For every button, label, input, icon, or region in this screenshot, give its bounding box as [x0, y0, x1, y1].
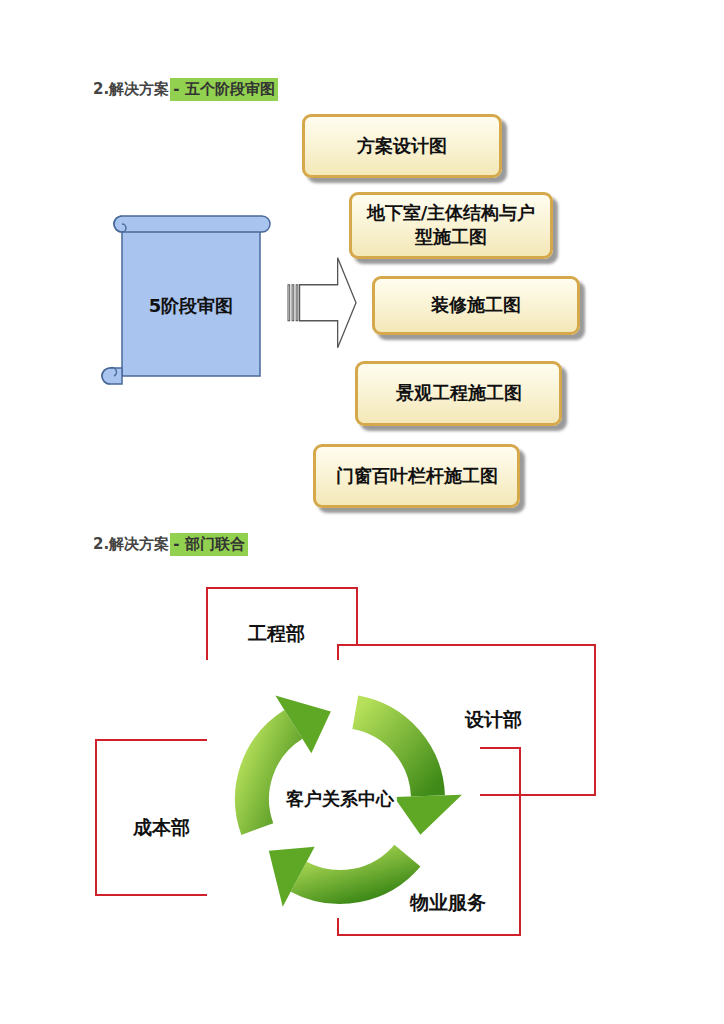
department-label: 成本部	[133, 815, 190, 841]
department-label: 工程部	[248, 621, 305, 647]
section-heading: 2.解决方案	[93, 535, 169, 554]
drawing-stage-box: 方案设计图	[302, 114, 502, 178]
node-text: 客户关系中心	[283, 786, 397, 812]
department-label: 设计部	[465, 707, 522, 733]
drawing-stage-box: 装修施工图	[372, 276, 580, 335]
scroll-shape: 5阶段审图	[100, 212, 272, 388]
bracket-line	[338, 645, 595, 795]
drawing-stage-box: 景观工程施工图	[355, 361, 562, 426]
drawing-stage-box: 门窗百叶栏杆施工图	[313, 444, 520, 508]
node-text: 门窗百叶栏杆施工图	[336, 464, 498, 488]
node-text: 景观工程施工图	[396, 381, 522, 405]
heading-highlight: - 部门联合	[170, 533, 247, 556]
node-text: 装修施工图	[431, 293, 521, 317]
node-text: 地下室/主体结构与户型施工图	[366, 201, 536, 250]
node-text: 方案设计图	[357, 134, 447, 158]
node-text: 5阶段审图	[149, 294, 234, 318]
heading-highlight: - 五个阶段审图	[170, 78, 277, 101]
bracket-line	[96, 740, 207, 895]
department-label: 物业服务	[410, 890, 486, 916]
bracket-line	[207, 588, 357, 660]
drawing-stage-box: 地下室/主体结构与户型施工图	[349, 192, 553, 259]
section-heading: 2.解决方案	[93, 80, 169, 99]
recycle-symbol: 客户关系中心	[212, 668, 468, 930]
block-arrow	[288, 258, 356, 348]
